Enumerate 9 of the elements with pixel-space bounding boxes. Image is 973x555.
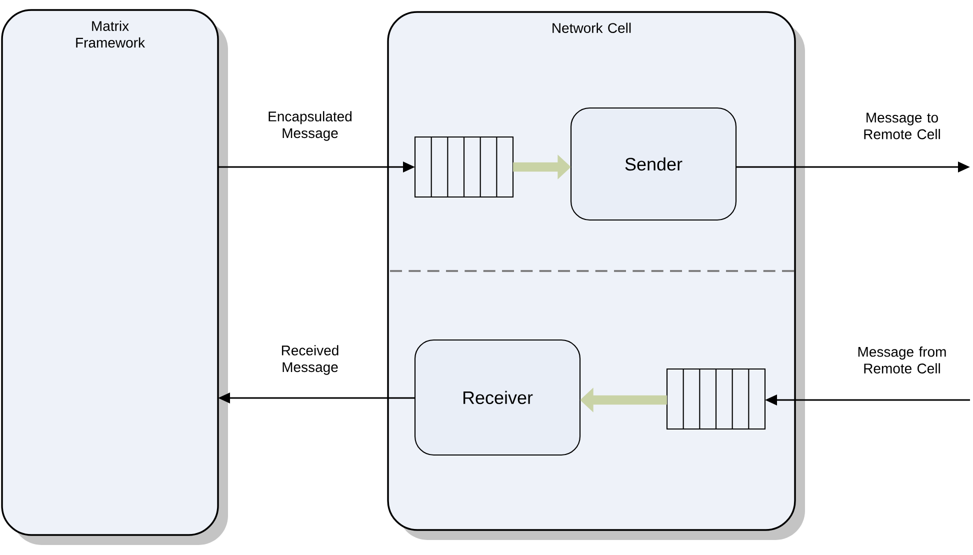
process-box: Receiver [414,339,581,456]
process-box: Sender [570,107,737,221]
edge-label: Encapsulated Message [268,111,352,141]
edge-label: Message from Remote Cell [858,346,946,374]
panel: Matrix Framework [1,9,228,545]
edge-label: Received Message [282,345,338,375]
queue-drawing [666,368,766,430]
queue-drawing [414,136,514,198]
edge-label: Message to Remote Cell [864,112,940,140]
